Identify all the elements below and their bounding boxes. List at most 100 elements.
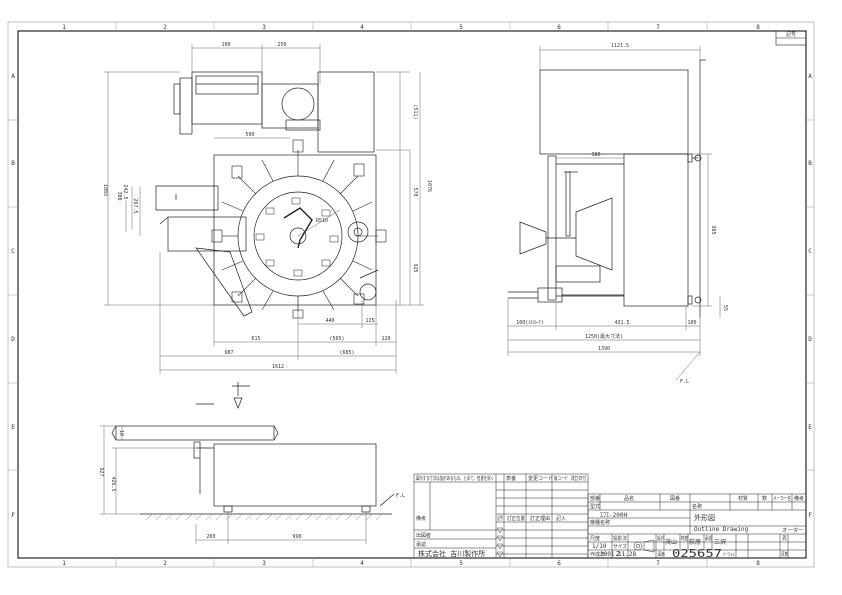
grid-col-2-top: 2: [163, 24, 167, 31]
grid-col-2-bottom: 2: [163, 560, 167, 567]
dim-380: 380: [591, 152, 600, 158]
front-view: [155, 71, 387, 319]
dim-511: (511): [412, 104, 418, 119]
ground-hatch: [145, 513, 383, 521]
tb-drawing-no-label: 図番: [658, 551, 665, 558]
grid-row-d-left: D: [11, 336, 15, 343]
tb-parts-name: 品名: [624, 495, 634, 502]
grid-row-c-right: C: [808, 248, 812, 255]
tb-unit-label: 機種名称: [590, 519, 610, 526]
grid-col-4-top: 4: [360, 24, 364, 31]
grid-ticks: [8, 22, 814, 567]
dim-985: 985: [710, 225, 716, 234]
dim-100-side: 100: [687, 320, 696, 326]
dim-565: (565): [329, 336, 344, 342]
dim-100: 100: [221, 42, 230, 48]
grid-col-8-top: 8: [756, 24, 760, 31]
tb-approver-value: 三沢: [714, 538, 726, 546]
rev-col-date: 改訂日付: [571, 475, 586, 482]
dim-55: 55: [722, 305, 728, 311]
revision-triangles: [496, 527, 504, 558]
tb-page-label: 頁: [782, 536, 787, 542]
tb-checker-value: 萩原: [689, 538, 701, 546]
dim-426-5: 426.5: [110, 476, 116, 491]
grid-row-f-left: F: [11, 512, 15, 519]
dim-925: 925: [412, 263, 418, 272]
side-view-dimensions: [507, 46, 721, 381]
grid-row-f-right: F: [808, 512, 812, 519]
top-view: [111, 382, 395, 515]
front-view-dimensions: [104, 44, 424, 374]
notes-table: [413, 473, 589, 559]
rev-row-entry: 記入: [556, 515, 566, 522]
rev-row-position: 訂正位置: [507, 515, 525, 522]
tb-designer-value: 茂山: [665, 538, 677, 546]
dim-267-5: 267.5: [132, 198, 138, 213]
tb-approver-label: 承認: [705, 535, 712, 542]
grid-row-a-left: A: [11, 73, 15, 80]
approved-by-label: 承認: [416, 541, 426, 548]
grid-col-3-top: 3: [262, 24, 266, 31]
rev-col-version-code: 版コード: [554, 475, 568, 482]
tb-date-value: 2001.11.28: [600, 551, 637, 558]
grid-col-4-bottom: 4: [360, 560, 364, 567]
outer-border: [7, 21, 815, 568]
grid-row-e-right: E: [808, 424, 812, 431]
rev-row-reason: 訂正理由: [530, 515, 550, 522]
grid-row-e-left: E: [11, 424, 15, 431]
tb-scale-label: 尺度: [590, 535, 600, 542]
grid-col-5-bottom: 5: [459, 560, 463, 567]
top-view-dim-text: 927 426.5 10 260 990 F.L: [98, 430, 405, 540]
side-view-dim-text: 1121.5 380 985 55 100(ｽﾄﾛｰｸ) 431.5 100 1…: [516, 43, 728, 385]
dim-r510: R510: [316, 218, 328, 224]
tb-name-value: 外形図: [694, 513, 715, 522]
dim-125: 125: [365, 318, 374, 324]
dim-440: 440: [325, 318, 334, 324]
tb-parts-maker: メーカー名: [773, 495, 791, 502]
tb-model-label: 型式: [590, 503, 600, 510]
grid-col-5-top: 5: [459, 24, 463, 31]
dim-1076: 1076: [426, 180, 432, 192]
tb-checker-label: 検査: [681, 535, 688, 542]
dim-685: (685): [339, 350, 354, 356]
dim-431-5: 431.5: [614, 320, 629, 326]
grid-col-1-bottom: 1: [62, 560, 66, 567]
tb-name-label: 名称: [692, 503, 702, 510]
tb-order-label: オーダー: [782, 527, 804, 534]
grid-col-7-bottom: 7: [656, 560, 660, 567]
side-fl-label: F.L: [680, 379, 689, 385]
grid-col-6-top: 6: [557, 24, 561, 31]
tb-name-en: Outline Drawing: [694, 526, 749, 533]
tb-model-value: ｴﾌｴ-200H: [600, 512, 627, 519]
revision-box-label: 記号: [786, 31, 796, 38]
title-block-fields: 型式 ｴﾌｴ-200H 機種名称 名称 外形図 Outline Drawing …: [590, 503, 804, 560]
grid-col-8-bottom: 8: [756, 560, 760, 567]
tb-version-label: バージョン: [723, 552, 735, 558]
dim-1612: 1612: [272, 364, 284, 370]
tb-parts-material: 材質: [738, 495, 748, 502]
tb-designer-label: 設計: [657, 535, 664, 542]
tb-size-label: サイズ: [613, 543, 627, 550]
dim-615: 615: [251, 336, 260, 342]
grid-row-b-left: B: [11, 160, 15, 167]
rev-col-change-code: 変更コード: [528, 475, 553, 482]
front-view-dim-text: 100 250 590 1003 300 242.5 267.5 (511) 5…: [102, 42, 432, 370]
tb-page-of-label: 頁数: [781, 551, 788, 558]
dim-100-stroke: 100(ｽﾄﾛｰｸ): [516, 320, 544, 326]
dim-990: 990: [292, 534, 301, 540]
tb-size-value: 2: [616, 550, 620, 558]
tb-projection-label: 投影法: [613, 535, 627, 542]
rev-row-mark: 記号: [497, 515, 503, 522]
side-view: [508, 59, 706, 318]
dim-927: 927: [98, 467, 104, 476]
top-fl-label: F.L: [396, 493, 405, 499]
dim-570: 570: [412, 187, 418, 196]
tb-parts-remark: 備考: [794, 495, 804, 502]
grid-col-6-bottom: 6: [557, 560, 561, 567]
dim-10: 10: [118, 430, 124, 436]
top-view-dimensions: [100, 425, 367, 544]
title-block: [587, 493, 807, 559]
dim-1390: 1390: [598, 346, 610, 352]
dim-250: 250: [277, 42, 286, 48]
grid-row-d-right: D: [808, 336, 812, 343]
